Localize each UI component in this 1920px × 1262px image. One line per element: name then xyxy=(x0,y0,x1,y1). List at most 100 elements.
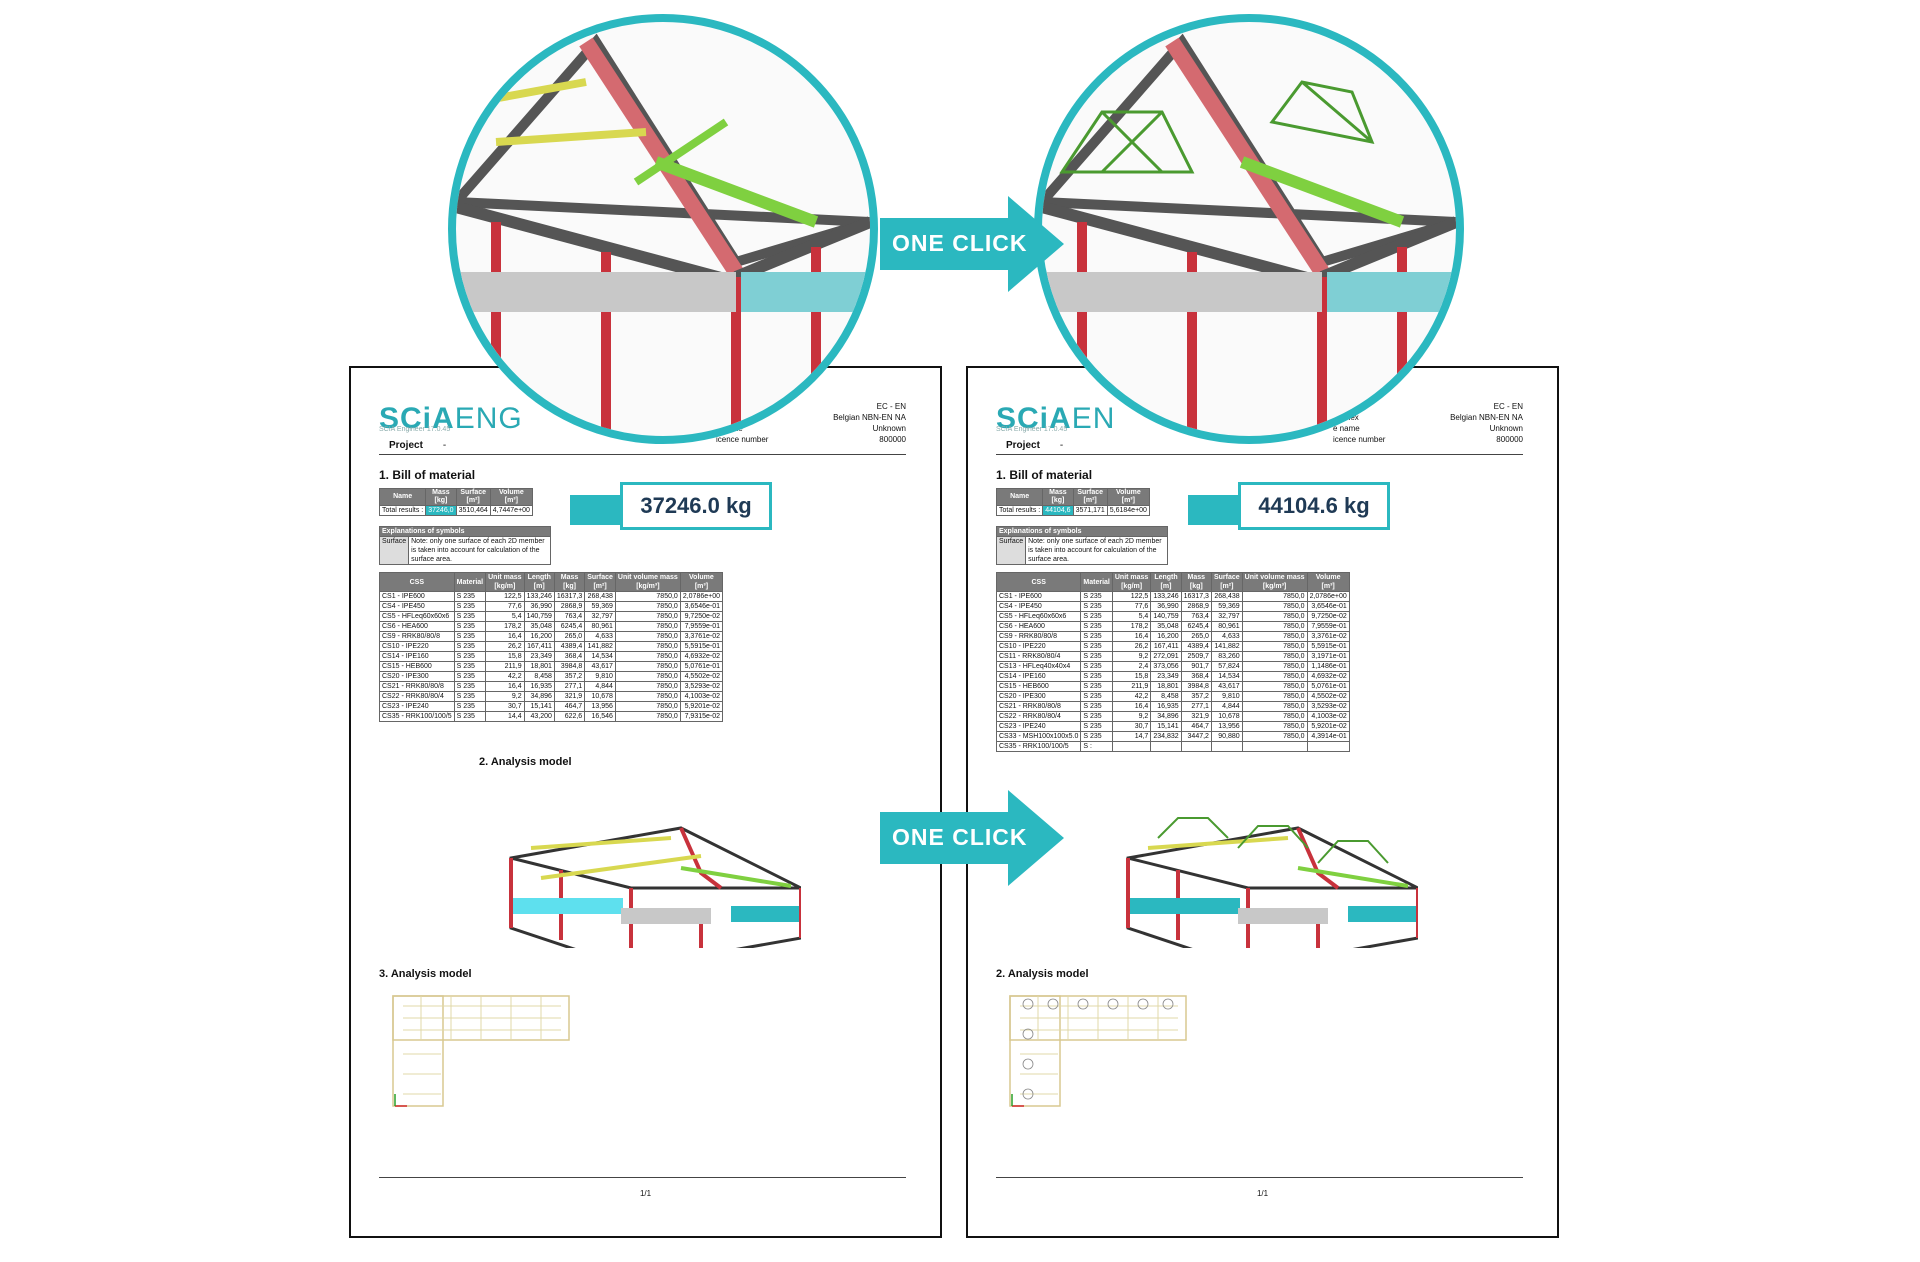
table-cell: 277,1 xyxy=(553,681,586,692)
table-cell: 9,7250e-02 xyxy=(1306,611,1350,622)
table-cell: S 235 xyxy=(1080,691,1113,702)
table-cell: S 235 xyxy=(453,661,487,672)
table-cell xyxy=(1180,741,1212,752)
explanations-title: Explanations of symbols xyxy=(379,526,551,537)
table-cell: 4,3914e-01 xyxy=(1306,731,1350,742)
table-cell: CS6 - HEA600 xyxy=(995,621,1082,632)
table-cell: S 235 xyxy=(453,641,487,652)
zoomed-roof-before xyxy=(456,33,870,436)
table-cell: 122,5 xyxy=(1111,591,1152,602)
table-cell: S 235 xyxy=(1080,601,1113,612)
table-cell: CS21 - RRK80/80/8 xyxy=(379,681,455,692)
table-cell: CS9 - RRK80/80/8 xyxy=(379,631,455,642)
table-cell: 1,1486e-01 xyxy=(1306,661,1350,672)
table-cell: CS23 - IPE240 xyxy=(995,721,1082,732)
table-cell: 178,2 xyxy=(1111,621,1152,632)
table-cell: 4,5502e-02 xyxy=(679,671,724,682)
table-cell: 42,2 xyxy=(1111,691,1152,702)
header-info-value: Unknown xyxy=(872,424,906,433)
page-number: 1/1 xyxy=(639,1189,652,1198)
table-cell: 42,2 xyxy=(485,671,525,682)
table-cell: 16317,3 xyxy=(1180,591,1212,602)
one-click-arrow-bottom xyxy=(880,790,1064,886)
table-cell: 321,9 xyxy=(553,691,586,702)
table-cell: 32,797 xyxy=(1210,611,1243,622)
table-cell: 59,369 xyxy=(584,601,616,612)
table-cell: 357,2 xyxy=(1180,691,1212,702)
table-cell: 15,141 xyxy=(523,701,555,712)
table-cell: 7850,0 xyxy=(1241,651,1308,662)
table-cell xyxy=(1210,741,1243,752)
css-header-cell: Mass[kg] xyxy=(553,572,586,592)
table-cell: 26,2 xyxy=(485,641,525,652)
table-cell: 9,7250e-02 xyxy=(679,611,724,622)
header-info-value: Unknown xyxy=(1489,424,1523,433)
table-cell: 234,832 xyxy=(1150,731,1182,742)
table-cell: 7850,0 xyxy=(1241,691,1308,702)
css-header-cell: Surface[m²] xyxy=(1210,572,1243,592)
table-cell: 321,9 xyxy=(1180,711,1212,722)
css-header-cell: Surface[m²] xyxy=(584,572,616,592)
table-cell: 35,048 xyxy=(1150,621,1182,632)
table-cell: 5,4 xyxy=(485,611,525,622)
explanation-text: Note: only one surface of each 2D member… xyxy=(408,536,551,565)
table-cell: 122,5 xyxy=(485,591,525,602)
table-cell: 211,9 xyxy=(485,661,525,672)
css-header-cell: Length[m] xyxy=(523,572,555,592)
table-cell: 133,246 xyxy=(1150,591,1182,602)
explanation-text: Note: only one surface of each 2D member… xyxy=(1025,536,1168,565)
table-cell: 16,4 xyxy=(1111,631,1152,642)
table-cell: 4,844 xyxy=(584,681,616,692)
table-cell: 3,3761e-02 xyxy=(1306,631,1350,642)
table-cell: 90,880 xyxy=(1210,731,1243,742)
table-cell: 5,4 xyxy=(1111,611,1152,622)
table-cell: 16,4 xyxy=(485,681,525,692)
table-cell: S 235 xyxy=(1080,651,1113,662)
table-cell: 4389,4 xyxy=(553,641,586,652)
table-cell: 140,759 xyxy=(1150,611,1182,622)
table-cell: CS11 - RRK80/80/4 xyxy=(995,651,1082,662)
table-cell: 3447,2 xyxy=(1180,731,1212,742)
3d-model-view xyxy=(1126,817,1418,948)
table-cell: 15,8 xyxy=(485,651,525,662)
table-cell: 43,200 xyxy=(523,711,555,722)
table-cell: S 235 xyxy=(1080,681,1113,692)
table-cell: 357,2 xyxy=(553,671,586,682)
table-cell: 272,091 xyxy=(1150,651,1182,662)
table-cell: S 235 xyxy=(453,691,487,702)
table-cell: 141,882 xyxy=(584,641,616,652)
mass-callout-before: 37246.0 kg xyxy=(620,482,772,530)
bom-header-cell: Mass[kg] xyxy=(1042,488,1074,506)
table-cell: 3,6546e-01 xyxy=(679,601,724,612)
table-cell: 167,411 xyxy=(523,641,555,652)
css-header-cell: Unit volume mass[kg/m³] xyxy=(1241,572,1308,592)
table-cell: S 235 xyxy=(453,681,487,692)
header-info-key: e name xyxy=(1333,424,1360,433)
bom-header-cell: Surface[m²] xyxy=(455,488,491,506)
table-cell: CS15 - HEB600 xyxy=(995,681,1082,692)
table-cell: CS6 - HEA600 xyxy=(379,621,455,632)
table-cell: S 235 xyxy=(453,631,487,642)
table-cell: 7850,0 xyxy=(614,611,681,622)
table-cell: 4389,4 xyxy=(1180,641,1212,652)
css-header-cell: Unit mass[kg/m] xyxy=(1111,572,1152,592)
table-cell: 277,1 xyxy=(1180,701,1212,712)
header-info-value: 800000 xyxy=(1496,435,1523,444)
css-header-cell: Volume[m³] xyxy=(679,572,724,592)
table-cell: S 235 xyxy=(453,711,487,722)
section-analysis-model: 2. Analysis model xyxy=(996,968,1089,980)
table-cell: 4,6932e-02 xyxy=(1306,671,1350,682)
table-cell: 464,7 xyxy=(1180,721,1212,732)
table-cell: 6245,4 xyxy=(553,621,586,632)
header-info-row: l annexBelgian NBN-EN NA xyxy=(1333,413,1523,424)
bom-total-cell: 37246,0 xyxy=(425,505,457,516)
table-cell: 7850,0 xyxy=(614,651,681,662)
footer-divider xyxy=(996,1177,1523,1178)
table-cell: CS1 - IPE600 xyxy=(995,591,1082,602)
table-cell: 5,5915e-01 xyxy=(1306,641,1350,652)
css-header-cell: Length[m] xyxy=(1150,572,1182,592)
